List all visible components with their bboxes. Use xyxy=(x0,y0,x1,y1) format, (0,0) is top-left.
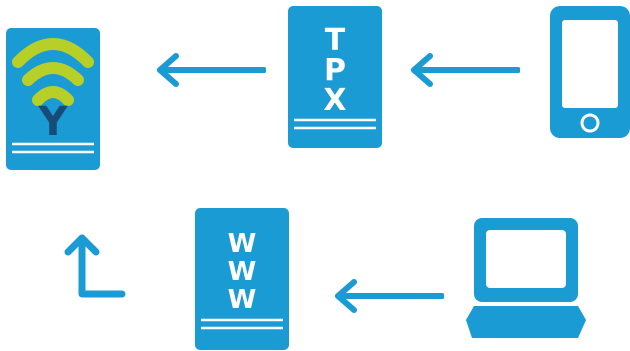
laptop-icon xyxy=(466,218,586,338)
tpx-document-icon: T P X xyxy=(288,6,382,148)
wifi-y-document-icon: Y xyxy=(6,28,100,170)
tpx-letter-t: T xyxy=(325,23,346,58)
tpx-letter-x: X xyxy=(323,83,346,118)
www-document-icon: W W W xyxy=(195,208,289,350)
mobile-phone-icon xyxy=(550,6,630,138)
tpx-letter-p: P xyxy=(324,53,346,88)
wifi-letter: Y xyxy=(38,99,69,145)
www-letter-3: W xyxy=(228,285,257,315)
arrow-up-corner-icon xyxy=(64,234,126,298)
arrow-left-icon xyxy=(157,53,266,87)
arrow-left-icon xyxy=(411,53,520,87)
arrow-left-icon xyxy=(335,279,444,313)
www-letter-1: W xyxy=(228,229,257,259)
www-letter-2: W xyxy=(228,257,257,287)
